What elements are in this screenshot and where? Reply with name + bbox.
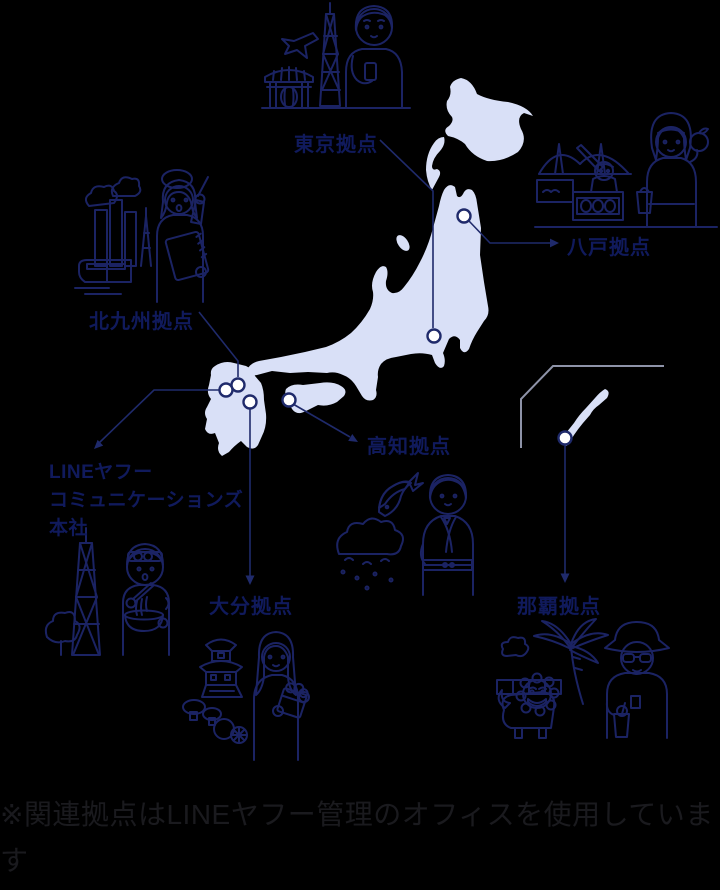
marker-tokyo <box>426 328 442 344</box>
hachinohe-illustration <box>533 100 720 230</box>
arrow-hachinohe <box>550 238 559 248</box>
label-oita: 大分拠点 <box>209 596 293 618</box>
apple-leaf <box>698 127 709 135</box>
connector-kitakyushu <box>198 311 239 377</box>
label-hq-line3: 本社 <box>49 518 89 539</box>
shisa-icon <box>497 672 560 739</box>
man-in-kimono <box>419 474 474 596</box>
woman-with-clipboard <box>156 169 210 303</box>
pen-icon <box>197 176 209 197</box>
connector-hachinohe <box>468 220 550 244</box>
okinawa-inset-border <box>520 365 664 448</box>
connector-hq <box>98 389 219 444</box>
woman-with-apple <box>636 112 709 228</box>
label-kitakyushu: 北九州拠点 <box>89 311 194 333</box>
marker-naha <box>557 430 573 446</box>
hq-illustration <box>44 525 190 660</box>
smartphone-icon <box>364 62 377 81</box>
island-oshima <box>426 137 445 190</box>
sword-icon <box>576 144 604 172</box>
label-naha: 那覇拠点 <box>517 596 601 618</box>
man-with-drink <box>604 621 670 739</box>
label-hq: LINEヤフー コミュニケーションズ 本社 <box>49 459 243 543</box>
kabosu-icon <box>213 718 248 744</box>
kochi-illustration <box>335 460 485 596</box>
tree-icon <box>44 611 81 656</box>
arrow-naha <box>560 573 570 583</box>
airplane-icon <box>281 32 319 59</box>
drink-cup-icon <box>613 713 630 738</box>
marker-kochi <box>281 392 297 408</box>
chopsticks-icon <box>132 582 154 603</box>
marker-hachinohe <box>456 208 472 224</box>
kimono-collar <box>443 517 451 525</box>
tote-bag-icon <box>636 191 653 214</box>
ramen-bowl-icon <box>124 609 164 632</box>
beret-icon <box>161 169 193 189</box>
factory-chimneys-icon <box>85 176 142 267</box>
connector-kochi <box>292 403 351 438</box>
label-kochi: 高知拠点 <box>367 436 451 458</box>
label-hq-line2: コミュニケーションズ <box>49 490 244 511</box>
marker-oita <box>242 394 258 410</box>
island-honshu <box>247 185 489 401</box>
arrow-kochi <box>348 434 358 442</box>
train-icon <box>74 259 132 295</box>
connector-arrowheads <box>94 238 570 585</box>
woman-with-food-cup <box>253 631 310 761</box>
castle-icon <box>199 638 243 698</box>
marker-hq <box>218 382 234 398</box>
shirt-graphic <box>630 695 641 709</box>
label-hachinohe: 八戸拠点 <box>567 237 651 259</box>
arrow-hq <box>94 439 104 449</box>
disclaimer-note: ※関連拠点はLINEヤフー管理のオフィスを使用しています <box>0 799 714 877</box>
connector-lines <box>98 139 566 577</box>
sunglasses-icon <box>622 653 652 663</box>
headband-icon <box>127 551 163 562</box>
island-shikoku <box>285 382 346 414</box>
man-with-smartphone <box>345 5 403 109</box>
temple-gate-icon <box>264 66 314 109</box>
festival-float-icon <box>572 144 624 221</box>
skytree-icon <box>319 2 341 107</box>
jumping-bonito-icon <box>378 472 424 517</box>
apple-icon <box>689 132 709 152</box>
kitakyushu-illustration <box>74 160 210 303</box>
tokyo-illustration <box>258 0 413 112</box>
clipboard-icon <box>164 230 210 282</box>
island-okinawa <box>562 389 609 447</box>
naha-illustration <box>495 610 700 760</box>
mushrooms-icon <box>182 699 222 726</box>
island-sado <box>396 235 410 251</box>
connector-tokyo <box>379 139 434 328</box>
island-hokkaido <box>445 78 533 162</box>
label-tokyo: 東京拠点 <box>294 134 378 156</box>
lantern-icon <box>280 86 298 108</box>
palm-tree-icon <box>533 618 609 705</box>
label-hq-line1: LINEヤフー <box>49 462 153 483</box>
man-eating-ramen <box>122 543 170 656</box>
arrow-oita <box>245 575 255 585</box>
oita-illustration <box>180 615 322 761</box>
wave-icon <box>336 517 404 591</box>
bucket-hat-icon <box>604 621 670 653</box>
cloud-icon <box>500 636 530 658</box>
location-markers <box>218 208 573 446</box>
lattice-tower-icon <box>140 207 152 267</box>
island-kyushu <box>205 362 267 456</box>
